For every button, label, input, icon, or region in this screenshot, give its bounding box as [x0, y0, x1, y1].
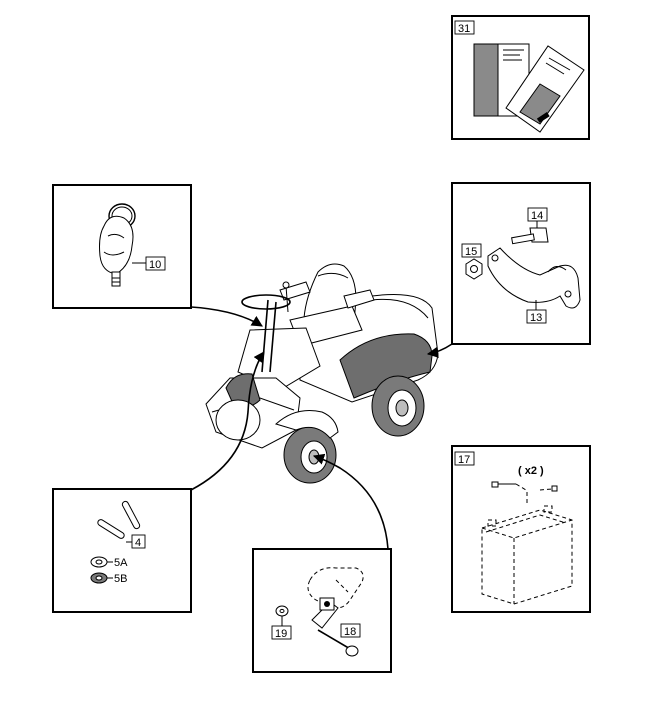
arrow-pins-to-column — [190, 351, 265, 491]
bolt-icon — [511, 227, 549, 245]
arrow-key-to-ignition — [190, 306, 263, 327]
callout-4: 4 — [135, 537, 141, 549]
callout-17: 17 — [458, 454, 470, 466]
mounting-bracket-icon — [487, 247, 581, 309]
panel-bracket-hardware: 14 15 13 — [451, 182, 591, 345]
battery-terminal-hardware — [491, 481, 558, 505]
linkage-assembly-icon — [307, 567, 364, 629]
battery-icon — [481, 505, 573, 605]
panel-pins-washers: 4 5A 5B — [52, 488, 192, 613]
callout-14: 14 — [531, 210, 543, 222]
washer-a-icon — [90, 556, 108, 568]
callout-31: 31 — [458, 23, 470, 35]
panel-battery: 17 ( x2 ) — [451, 445, 591, 613]
washer-19-icon — [275, 605, 289, 617]
panel-clevis-pin: 19 18 — [252, 548, 392, 673]
hex-nut-icon — [465, 258, 483, 280]
riding-mower-illustration — [205, 263, 439, 484]
callout-19: 19 — [275, 628, 287, 640]
callout-5a: 5A — [114, 557, 128, 569]
callout-13: 13 — [530, 312, 542, 324]
pins-icon — [97, 500, 141, 539]
washer-b-icon — [90, 572, 108, 584]
arrow-bracket-to-body — [426, 343, 453, 358]
callout-10: 10 — [149, 259, 161, 271]
leader-lines — [190, 306, 453, 550]
panel-manuals: 31 — [451, 15, 590, 140]
ignition-key-icon — [99, 203, 136, 287]
manual-booklets — [473, 43, 585, 133]
arrow-clevis-to-wheel — [312, 453, 389, 550]
panel-ignition-key: 10 — [52, 184, 192, 309]
clevis-pin-icon — [317, 629, 359, 657]
battery-quantity-label: ( x2 ) — [518, 465, 544, 477]
callout-18: 18 — [344, 626, 356, 638]
callout-15: 15 — [465, 246, 477, 258]
callout-5b: 5B — [114, 573, 127, 585]
